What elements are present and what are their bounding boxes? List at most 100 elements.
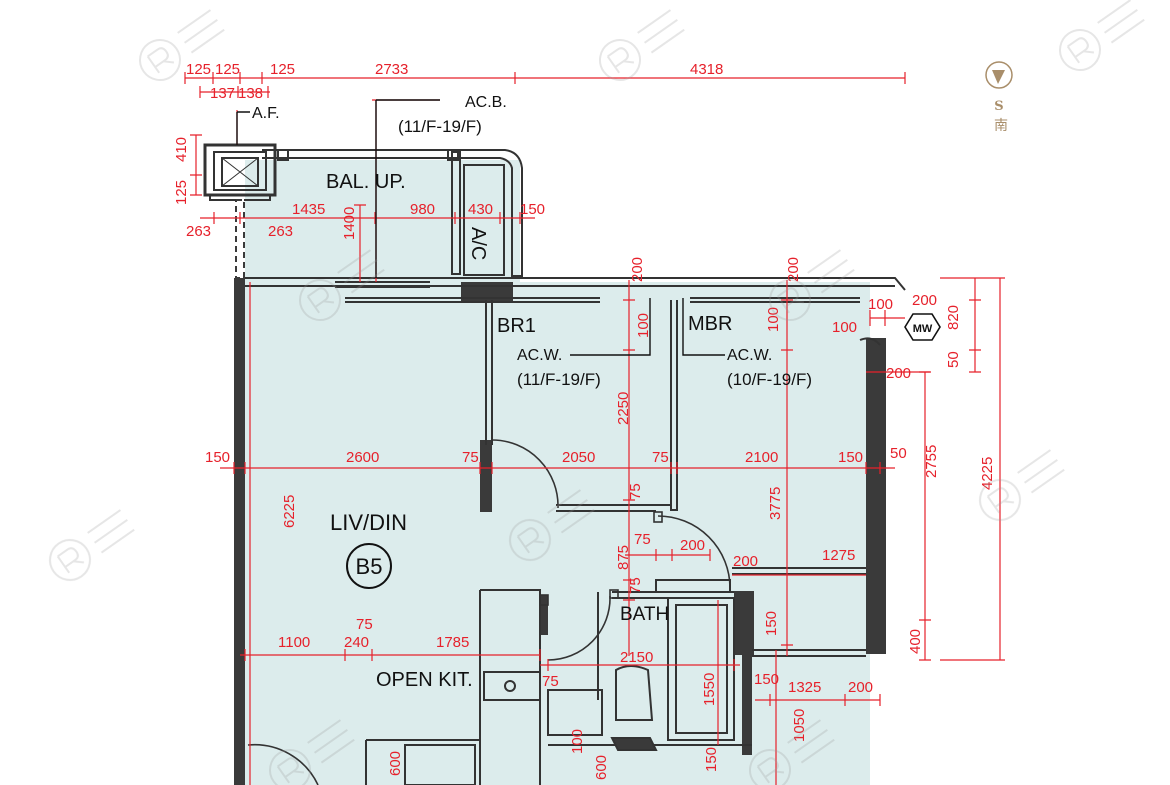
dim-balcony-vertical [354,204,366,282]
wall-kitchen-stub [540,595,548,635]
callout-acb: AC.B. [465,94,507,111]
dim-label: 1275 [822,547,855,564]
dim-label: 125 [270,61,295,78]
dim-label: 263 [186,223,211,240]
dim-label: 100 [569,729,586,754]
compass-letter: S [994,99,1003,114]
dim-label: 125 [215,61,240,78]
dim-label: 150 [754,671,779,688]
dim-label: 125 [186,61,211,78]
sliding-door [335,281,600,303]
compass-chinese: 南 [994,118,1008,134]
dim-label: 410 [173,137,190,162]
dim-mid-row [220,462,895,474]
dim-label: 1400 [341,207,358,240]
dim-label: 1550 [701,673,718,706]
ricacorp-logo-icon [299,249,385,321]
balcony-structure [203,143,881,346]
mbr-corner [859,337,881,346]
wall-left-dashed [235,199,245,279]
dim-label: 2755 [923,445,940,478]
callout-af: A.F. [252,105,280,122]
unit-badge: B5 [346,543,392,589]
dim-label: 200 [680,537,705,554]
balcony-post-1 [277,149,289,161]
dim-label: 3775 [767,487,784,520]
balcony-railing [262,149,523,277]
compass-arrow-icon [985,61,1013,89]
dim-bottom-right-row [755,694,881,706]
callout-acb-floors: (11/F-19/F) [398,117,482,136]
ricacorp-logo-icon [509,489,595,561]
dim-label: 150 [205,449,230,466]
dim-kitchen-row [240,649,541,661]
dim-label: 600 [593,755,610,780]
dim-label: 100 [868,296,893,313]
ricacorp-logo-icon [769,249,855,321]
ricacorp-logo-icon [979,449,1065,521]
dim-label: 2050 [562,449,595,466]
br1-bottom-wall [556,504,671,512]
dim-label: 4318 [690,61,723,78]
dim-label: 75 [627,577,644,594]
dim-label: 75 [652,449,669,466]
leader-af-line [236,111,250,145]
bath-cabinet [547,689,603,736]
dim-balcony-row [200,212,535,224]
dim-label: 75 [542,673,559,690]
dim-label: 4225 [979,457,996,490]
dimension-labels-vertical: 410 125 1400 200 200 100 100 2250 3775 6… [173,137,996,780]
dim-label: 2100 [745,449,778,466]
dim-label: 2150 [620,649,653,666]
shower-tray [667,597,735,741]
br1-wall [485,300,493,445]
dim-label: 75 [462,449,479,466]
dimension-labels: 125 125 125 137 138 2733 4318 263 263 14… [186,61,937,696]
dim-label: 875 [615,545,632,570]
dim-label: 200 [733,553,758,570]
label-open-kit: OPEN KIT. [376,669,473,691]
mbr-lower-wall [752,649,866,657]
dim-label: 820 [945,305,962,330]
mbr-door-swing [657,515,731,589]
leader-acb-line [375,99,440,278]
af-box [221,157,259,187]
unit-circle [346,543,392,589]
dim-label: 200 [785,257,802,282]
ac-unit-box [463,164,505,276]
facade-line-1 [245,277,906,291]
mbr-bottom-wall [732,567,866,575]
dim-label: 2600 [346,449,379,466]
dimension-lines [184,72,1005,785]
dim-label: 2250 [615,392,632,425]
br1-door-swing [491,439,559,509]
dim-label: 50 [945,351,962,368]
dim-label: 125 [173,180,190,205]
label-mbr: MBR [688,313,732,335]
mw-hexagon-icon [904,313,941,341]
dim-label: 430 [468,201,493,218]
sink-drain [504,680,516,692]
dim-label: 1325 [788,679,821,696]
door-jamb-1 [653,511,663,523]
dim-label: 75 [627,483,644,500]
callout-acw2: AC.W. [727,347,772,364]
dim-label: 75 [634,531,651,548]
ricacorp-logo-icon [599,9,685,81]
door-jamb-3 [539,594,549,606]
dim-label: 1050 [791,709,808,742]
dim-label: 100 [765,307,782,332]
dim-label: 263 [268,223,293,240]
watermarks [49,0,1145,785]
ricacorp-logo-icon [139,9,225,81]
af-cross [221,157,259,187]
dim-label: 150 [520,201,545,218]
dim-right-top [869,310,905,326]
dim-right-vertical [940,277,1005,661]
callout-acw2-floors: (10/F-19/F) [727,370,812,389]
dim-label: 150 [703,747,720,772]
dim-right-vertical-2 [919,371,931,661]
door-jamb-2 [609,589,619,599]
dim-label: 200 [886,365,911,382]
